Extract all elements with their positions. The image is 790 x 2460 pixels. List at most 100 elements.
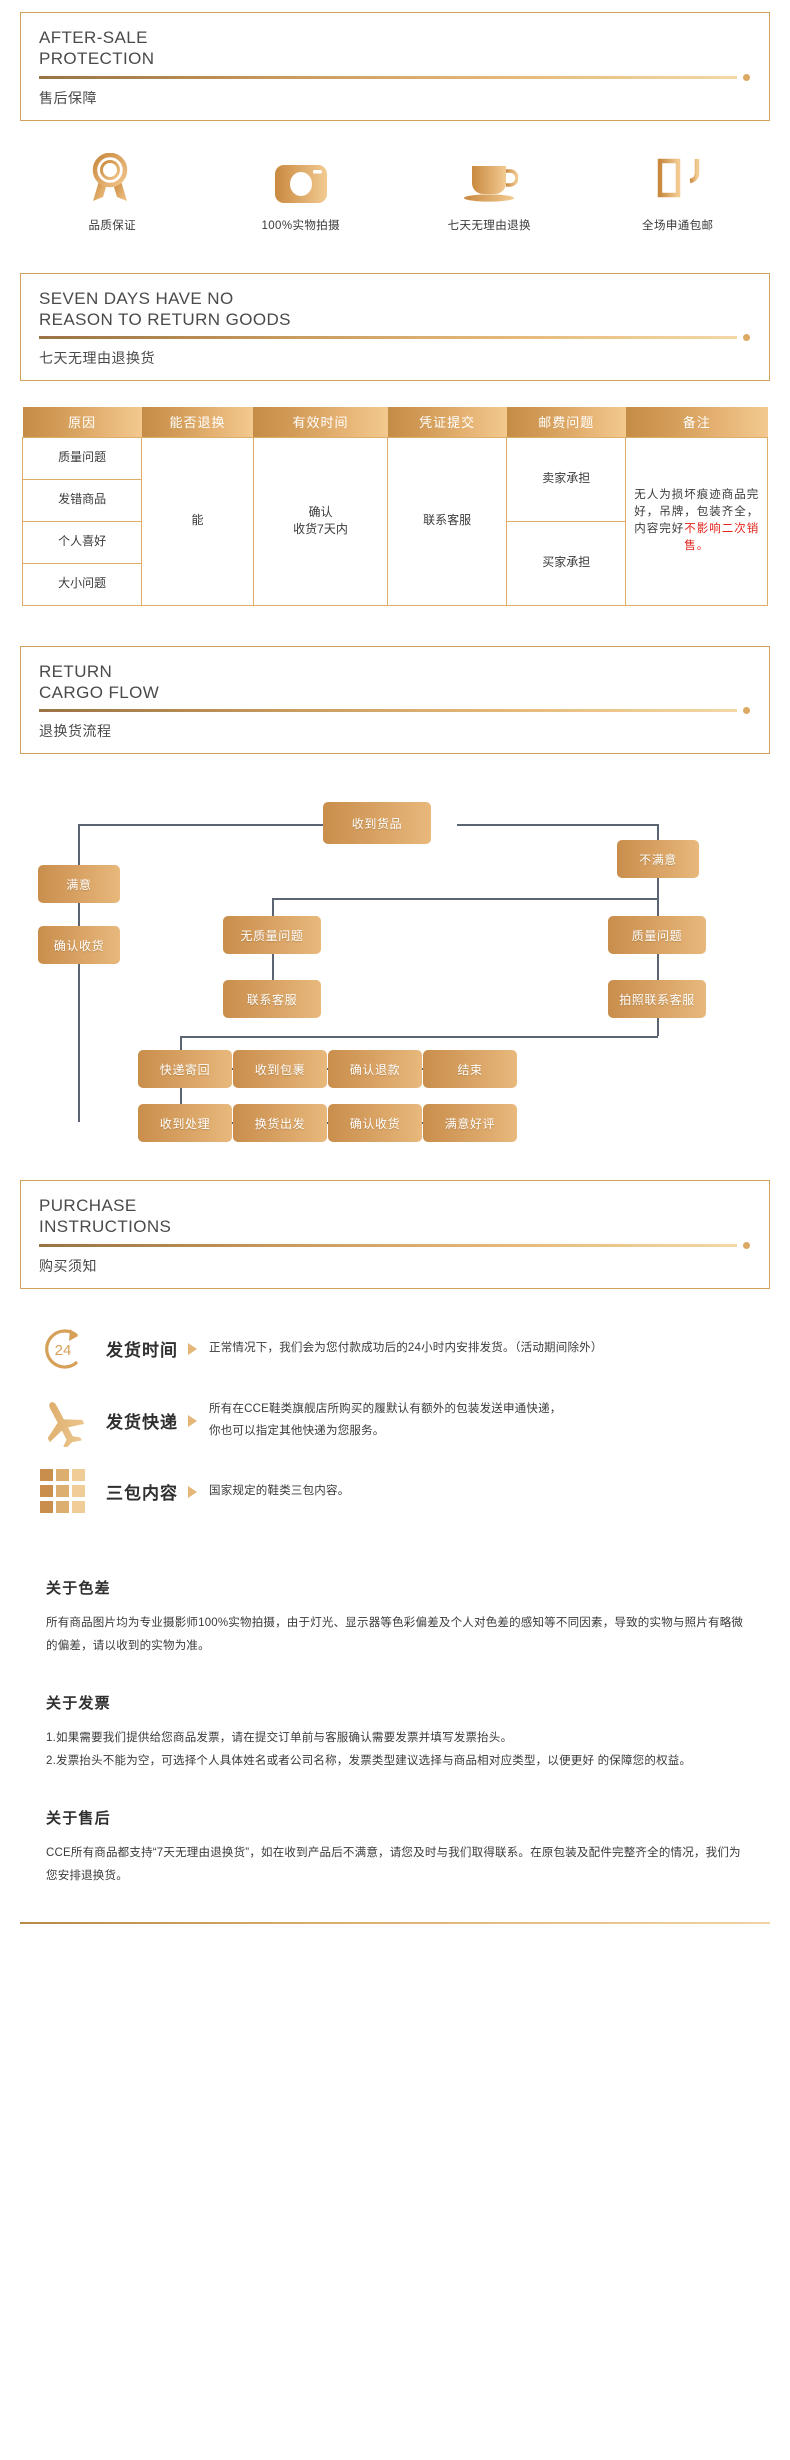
flow-node-confirm-receipt[interactable]: 确认收货 [38, 926, 120, 964]
flow-connector [180, 1068, 182, 1122]
cell-voucher: 联系客服 [387, 436, 508, 606]
table-row: 发错商品 [21, 478, 768, 522]
flow-connector [78, 1114, 80, 1122]
banner-return-flow: RETURN CARGO FLOW 退换货流程 [20, 645, 770, 754]
flow-node-end[interactable]: 结束 [423, 1050, 517, 1088]
note-body: 1.如果需要我们提供给您商品发票，请在提交订单前与客服确认需要发票并填写发票抬头… [46, 1731, 692, 1767]
flow-connector [78, 824, 393, 826]
flow-connector [657, 898, 659, 916]
purchase-row-shipping-courier: 发货快递 所有在CCE鞋类旗舰店所购买的履默认有额外的包装发送申通快递， 你也可… [20, 1385, 770, 1457]
note-title: 关于发票 [46, 1694, 111, 1712]
feature-item: 100%实物拍摄 [207, 149, 396, 233]
airplane-icon [20, 1395, 106, 1447]
flow-node-received-process[interactable]: 收到处理 [138, 1104, 232, 1142]
flow-node-not-satisfied[interactable]: 不满意 [617, 840, 699, 878]
flow-connector [272, 898, 658, 900]
purchase-row-warranty: 三包内容 国家规定的鞋类三包内容。 [20, 1457, 770, 1527]
banner-after-sale-en: AFTER-SALE PROTECTION [39, 28, 155, 69]
note-title: 关于售后 [46, 1809, 111, 1827]
clock-24-icon: 24 [20, 1323, 106, 1375]
note-body: 所有商品图片均为专业摄影师100%实物拍摄，由于灯光、显示器等色彩偏差及个人对色… [46, 1616, 744, 1652]
spacer [0, 1140, 790, 1180]
banner-seven-days-en: SEVEN DAYS HAVE NO REASON TO RETURN GOOD… [39, 288, 291, 329]
rule-dot-icon [743, 1241, 750, 1249]
spacer [0, 233, 790, 273]
rule-dot-icon [743, 334, 750, 341]
purchase-row-title: 三包内容 [106, 1484, 178, 1503]
flow-connector [180, 1036, 658, 1038]
banner-purchase-rule [39, 1241, 750, 1249]
flow-node-confirm-receipt-2[interactable]: 确认收货 [328, 1104, 422, 1142]
banner-seven-days-cn: 七天无理由退换货 [39, 350, 155, 366]
spacer [0, 1527, 790, 1551]
purchase-row-title: 发货时间 [106, 1341, 178, 1360]
triangle-right-icon [188, 1342, 197, 1355]
flow-node-confirm-refund[interactable]: 确认退款 [328, 1050, 422, 1088]
banner-after-sale: AFTER-SALE PROTECTION 售后保障 [20, 12, 770, 121]
flow-node-no-quality-issue[interactable]: 无质量问题 [223, 916, 321, 954]
note-title: 关于色差 [46, 1579, 111, 1597]
banner-return-flow-rule [39, 707, 750, 714]
flow-node-satisfied-review[interactable]: 满意好评 [423, 1104, 517, 1142]
flow-node-contact-service[interactable]: 联系客服 [223, 980, 321, 1018]
table-row: 大小问题 [21, 562, 768, 606]
purchase-row-body: 正常情况下，我们会为您付款成功后的24小时内安排发货。（活动期间除外） [209, 1341, 603, 1354]
banner-purchase-en: PURCHASE INSTRUCTIONS [39, 1196, 172, 1237]
flow-node-quality-issue[interactable]: 质量问题 [608, 916, 706, 954]
cell-can-return: 能 [141, 436, 254, 606]
th-valid-time: 有效时间 [253, 407, 388, 437]
flow-node-express-send-back[interactable]: 快递寄回 [138, 1050, 232, 1088]
feature-item: 七天无理由退换 [395, 149, 584, 233]
return-flow-chart: 收到货品 满意 不满意 确认收货 无质量问题 质量问题 联系客服 拍照联系客服 … [20, 780, 770, 1142]
flow-node-satisfied[interactable]: 满意 [38, 865, 120, 903]
spacer [0, 1924, 790, 1964]
camera-icon [207, 149, 396, 205]
feature-label: 全场申通包邮 [642, 219, 714, 232]
feature-label: 100%实物拍摄 [261, 219, 341, 232]
spacer [0, 606, 790, 646]
flow-connector [657, 824, 659, 840]
cell-note: 无人为损坏痕迹商品完好，吊牌，包装齐全，内容完好不影响二次销售。 [625, 436, 768, 606]
th-postage: 邮费问题 [506, 407, 626, 437]
cell-valid-time: 确认 收货7天内 [252, 436, 389, 606]
th-voucher: 凭证提交 [387, 407, 507, 437]
flow-connector [457, 824, 657, 826]
note-body: CCE所有商品都支持“7天无理由退换货”，如在收到产品后不满意，请您及时与我们取… [46, 1846, 741, 1882]
cell-reason-1: 质量问题 [21, 436, 143, 480]
flow-connector [657, 950, 659, 980]
cell-postage-buyer: 买家承担 [506, 520, 627, 606]
flow-connector [272, 898, 274, 916]
purchase-row-shipping-time: 24 发货时间 正常情况下，我们会为您付款成功后的24小时内安排发货。（活动期间… [20, 1313, 770, 1385]
bottom-notes: 关于色差 所有商品图片均为专业摄影师100%实物拍摄，由于灯光、显示器等色彩偏差… [46, 1577, 744, 1888]
teacup-icon [395, 149, 584, 205]
purchase-row-body: 所有在CCE鞋类旗舰店所购买的履默认有额外的包装发送申通快递， 你也可以指定其他… [209, 1403, 562, 1437]
note-block-color-difference: 关于色差 所有商品图片均为专业摄影师100%实物拍摄，由于灯光、显示器等色彩偏差… [46, 1577, 744, 1658]
spacer [0, 1289, 790, 1313]
triangle-right-icon [188, 1485, 197, 1498]
cell-reason-3: 个人喜好 [21, 520, 143, 564]
note-block-after-sale: 关于售后 CCE所有商品都支持“7天无理由退换货”，如在收到产品后不满意，请您及… [46, 1807, 744, 1888]
banner-purchase: PURCHASE INSTRUCTIONS 购买须知 [20, 1180, 770, 1289]
feature-label: 品质保证 [88, 219, 137, 232]
note-text-red: 不影响二次销售。 [684, 523, 760, 553]
banner-purchase-cn: 购买须知 [39, 1257, 97, 1274]
banner-return-flow-cn: 退换货流程 [39, 723, 112, 739]
cell-postage-seller: 卖家承担 [506, 436, 627, 522]
banner-after-sale-rule [39, 73, 750, 81]
flow-node-received-goods[interactable]: 收到货品 [323, 802, 431, 844]
feature-icon-row: 品质保证 100%实物拍摄 [18, 149, 772, 233]
table-row: 质量问题 能 确认 收货7天内 联系客服 卖家承担 无人为损坏痕迹商品完好，吊牌… [21, 436, 768, 606]
clock-24-icon-text: 24 [55, 1342, 72, 1359]
feature-item: 全场申通包邮 [584, 149, 773, 233]
th-can-return: 能否退换 [141, 407, 254, 437]
feature-label: 七天无理由退换 [447, 219, 531, 232]
flow-connector [657, 1014, 659, 1036]
flow-connector [78, 824, 80, 1114]
flow-node-package-received[interactable]: 收到包裹 [233, 1050, 327, 1088]
rule-dot-icon [743, 707, 750, 714]
grid-squares-icon [20, 1467, 106, 1517]
note-block-invoice: 关于发票 1.如果需要我们提供给您商品发票，请在提交订单前与客服确认需要发票并填… [46, 1692, 744, 1773]
flow-node-exchange-dispatch[interactable]: 换货出发 [233, 1104, 327, 1142]
flow-node-photo-contact-service[interactable]: 拍照联系客服 [608, 980, 706, 1018]
postal-icon [584, 149, 773, 205]
